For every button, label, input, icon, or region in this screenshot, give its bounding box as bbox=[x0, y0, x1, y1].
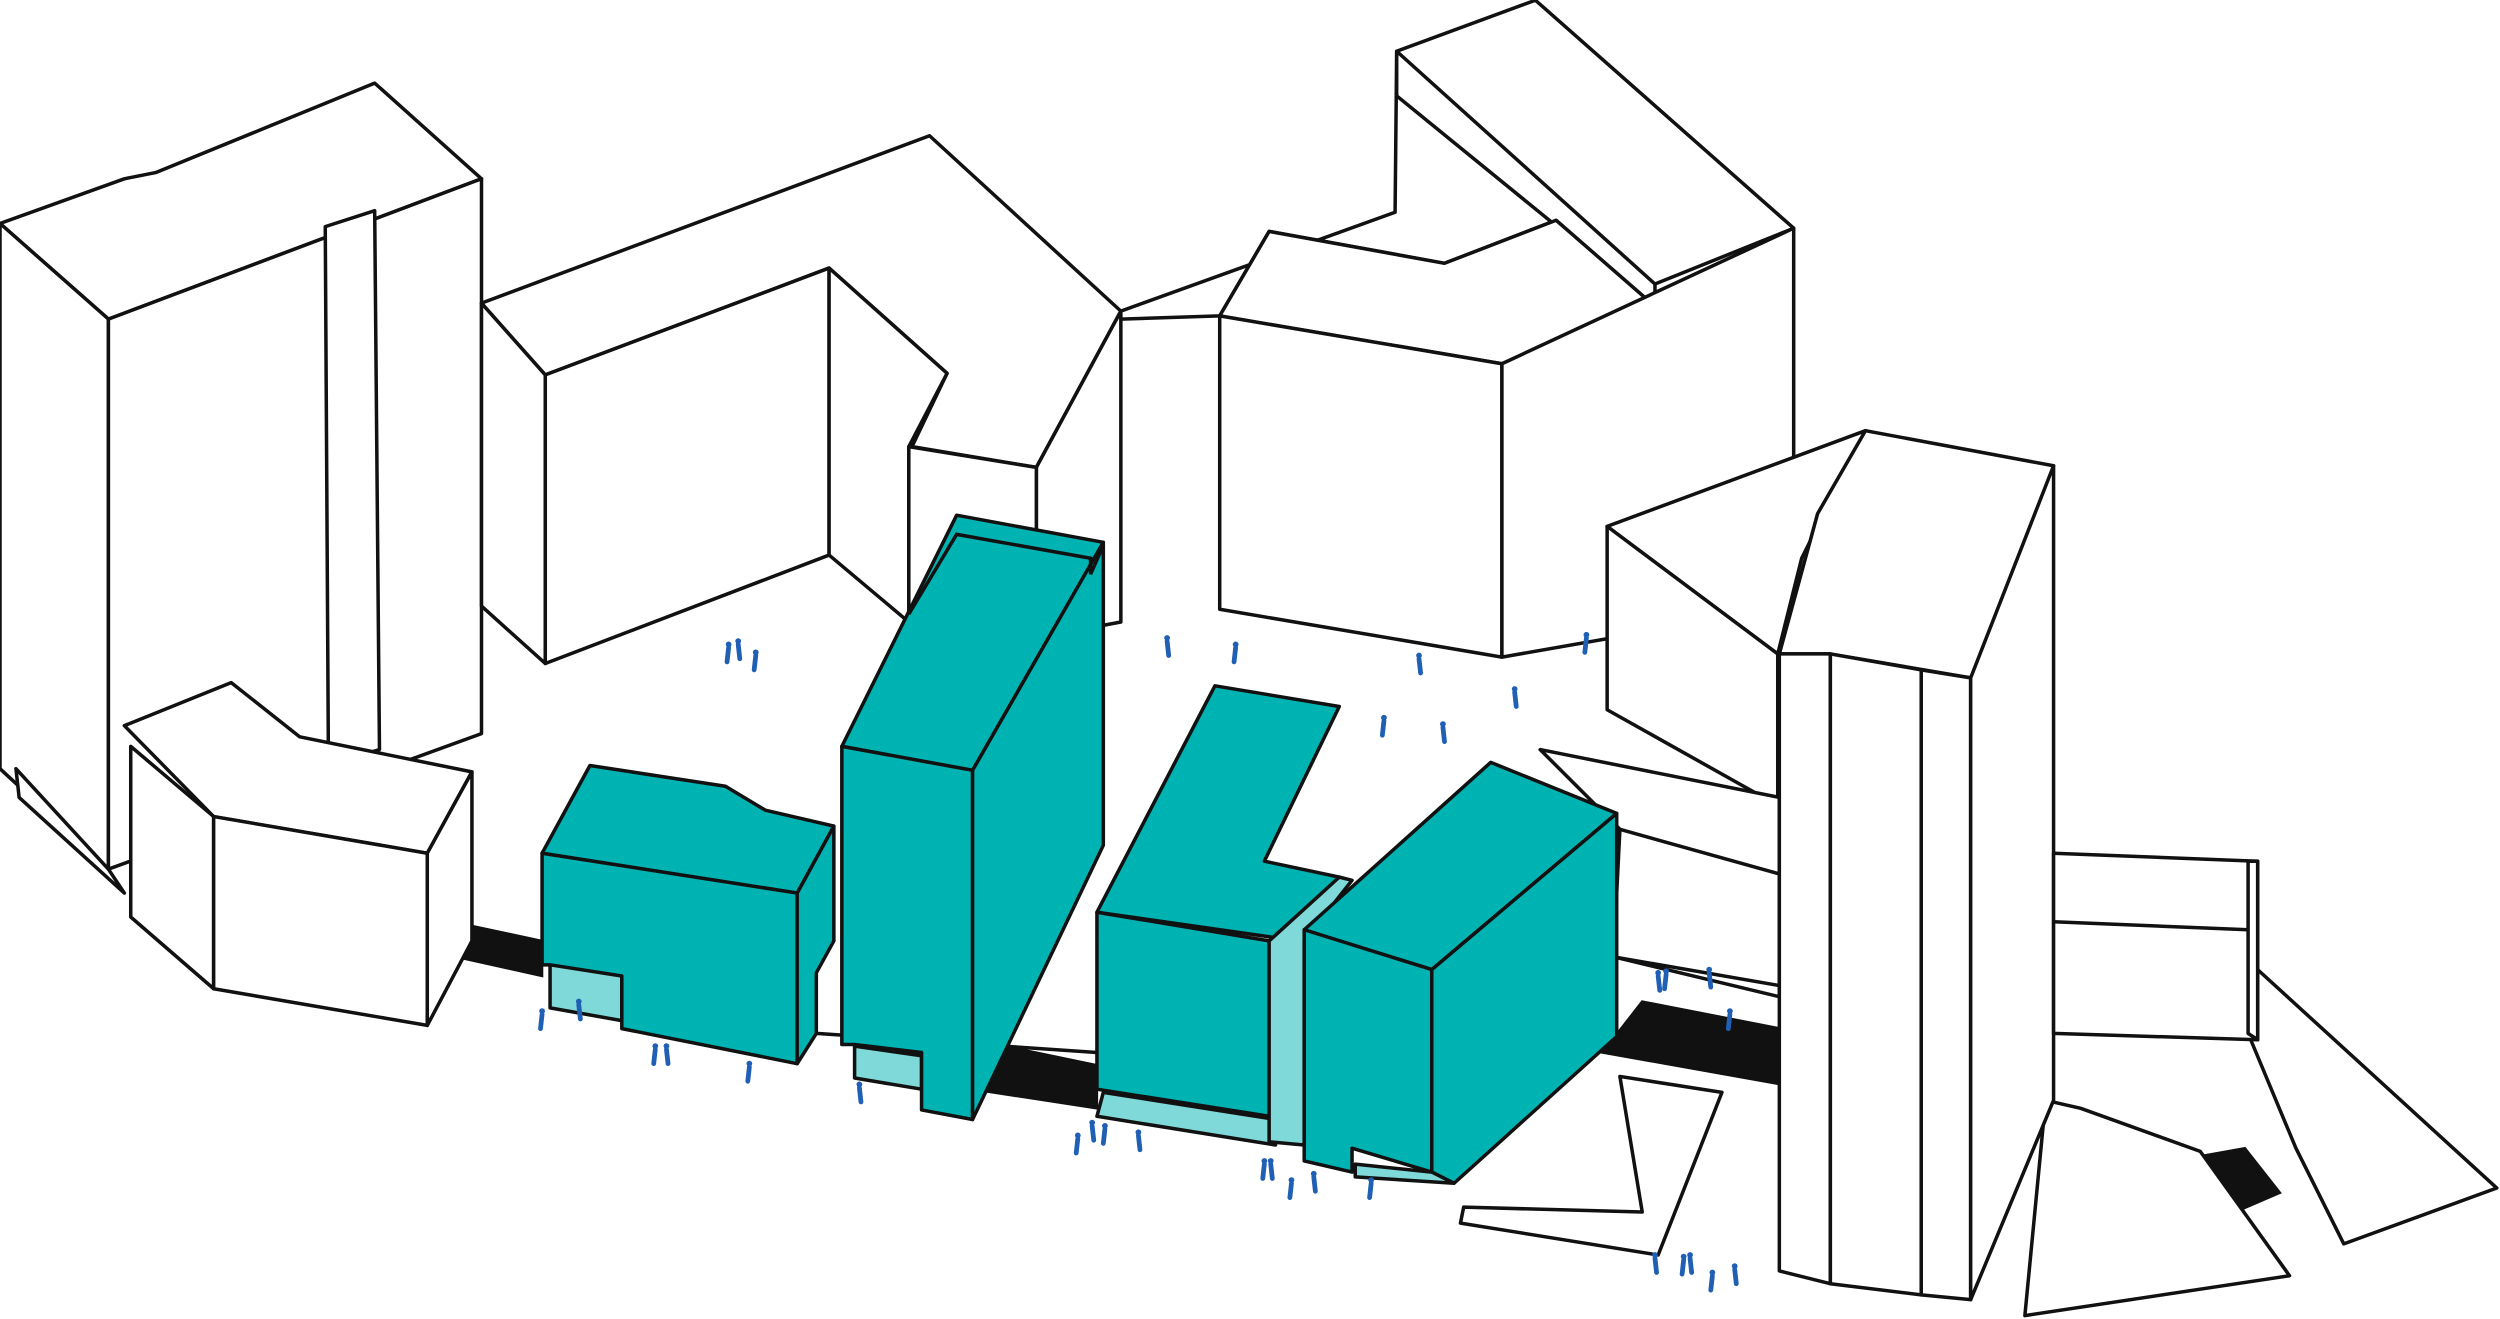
context-buildings bbox=[0, 0, 2260, 1302]
proposed-block-east-side bbox=[1430, 811, 1619, 1186]
context-lblock-north bbox=[1119, 0, 1796, 659]
person-figure bbox=[735, 638, 743, 662]
person-figure bbox=[1725, 1008, 1733, 1031]
person-figure bbox=[1582, 631, 1590, 655]
person-figure bbox=[745, 1060, 753, 1084]
proposed-block-north-front bbox=[1095, 910, 1271, 1119]
person-figure bbox=[751, 649, 759, 673]
person-figure bbox=[1687, 1252, 1695, 1275]
proposed-buildings bbox=[540, 513, 1619, 1186]
person-figure bbox=[1073, 1132, 1081, 1156]
person-figure bbox=[1652, 1252, 1659, 1275]
proposed-block-east bbox=[1302, 760, 1619, 1186]
person-figure bbox=[1310, 1170, 1318, 1194]
person-figure bbox=[1731, 1263, 1739, 1287]
proposed-block-north-base bbox=[1095, 1090, 1278, 1147]
person-figure bbox=[575, 998, 583, 1022]
context-block-far-east bbox=[2051, 851, 2260, 1042]
proposed-block-west bbox=[540, 763, 836, 1066]
person-figure bbox=[1511, 686, 1519, 709]
person-figure bbox=[1287, 1177, 1295, 1200]
street-layer bbox=[454, 923, 2282, 1214]
context-tower-west bbox=[0, 81, 484, 895]
person-figure bbox=[1662, 968, 1670, 992]
person-figure bbox=[1706, 966, 1714, 990]
person-figure bbox=[1708, 1269, 1716, 1293]
person-figure bbox=[1655, 969, 1663, 993]
proposed-tower-central-side bbox=[970, 540, 1106, 1122]
person-figure bbox=[1089, 1119, 1097, 1143]
person-figure bbox=[724, 641, 732, 665]
person-figure bbox=[1164, 635, 1172, 658]
person-figure bbox=[1416, 652, 1423, 676]
plaza-layer bbox=[1458, 967, 2499, 1318]
proposed-block-north bbox=[1095, 684, 1354, 1147]
context-block-front-left bbox=[122, 680, 474, 1028]
proposed-block-east-base bbox=[1353, 1162, 1456, 1186]
road-east-segment bbox=[1600, 1000, 1783, 1086]
proposed-block-north-roof bbox=[1095, 684, 1342, 940]
person-figure bbox=[1267, 1158, 1275, 1181]
person-figure bbox=[1100, 1122, 1108, 1146]
proposed-block-west-side bbox=[795, 824, 836, 1066]
person-figure bbox=[538, 1008, 545, 1031]
person-figure bbox=[663, 1043, 671, 1067]
person-figure bbox=[1679, 1253, 1687, 1277]
person-figure bbox=[1231, 641, 1239, 665]
plaza-slab-south bbox=[1458, 1074, 1724, 1257]
proposed-tower-central bbox=[840, 513, 1106, 1122]
person-figure bbox=[651, 1043, 659, 1067]
person-figure bbox=[1367, 1177, 1375, 1200]
person-figure bbox=[1135, 1129, 1143, 1153]
person-figure bbox=[1440, 721, 1447, 745]
person-figure bbox=[856, 1081, 864, 1105]
proposed-block-east-front bbox=[1302, 927, 1434, 1174]
person-figure bbox=[1379, 714, 1387, 738]
plaza-slab-southeast bbox=[2023, 1098, 2292, 1318]
plaza-wedge-east bbox=[2246, 967, 2499, 1246]
scale-figures bbox=[538, 631, 1739, 1293]
context-tower-east bbox=[1777, 428, 2056, 1302]
person-figure bbox=[1260, 1158, 1268, 1181]
